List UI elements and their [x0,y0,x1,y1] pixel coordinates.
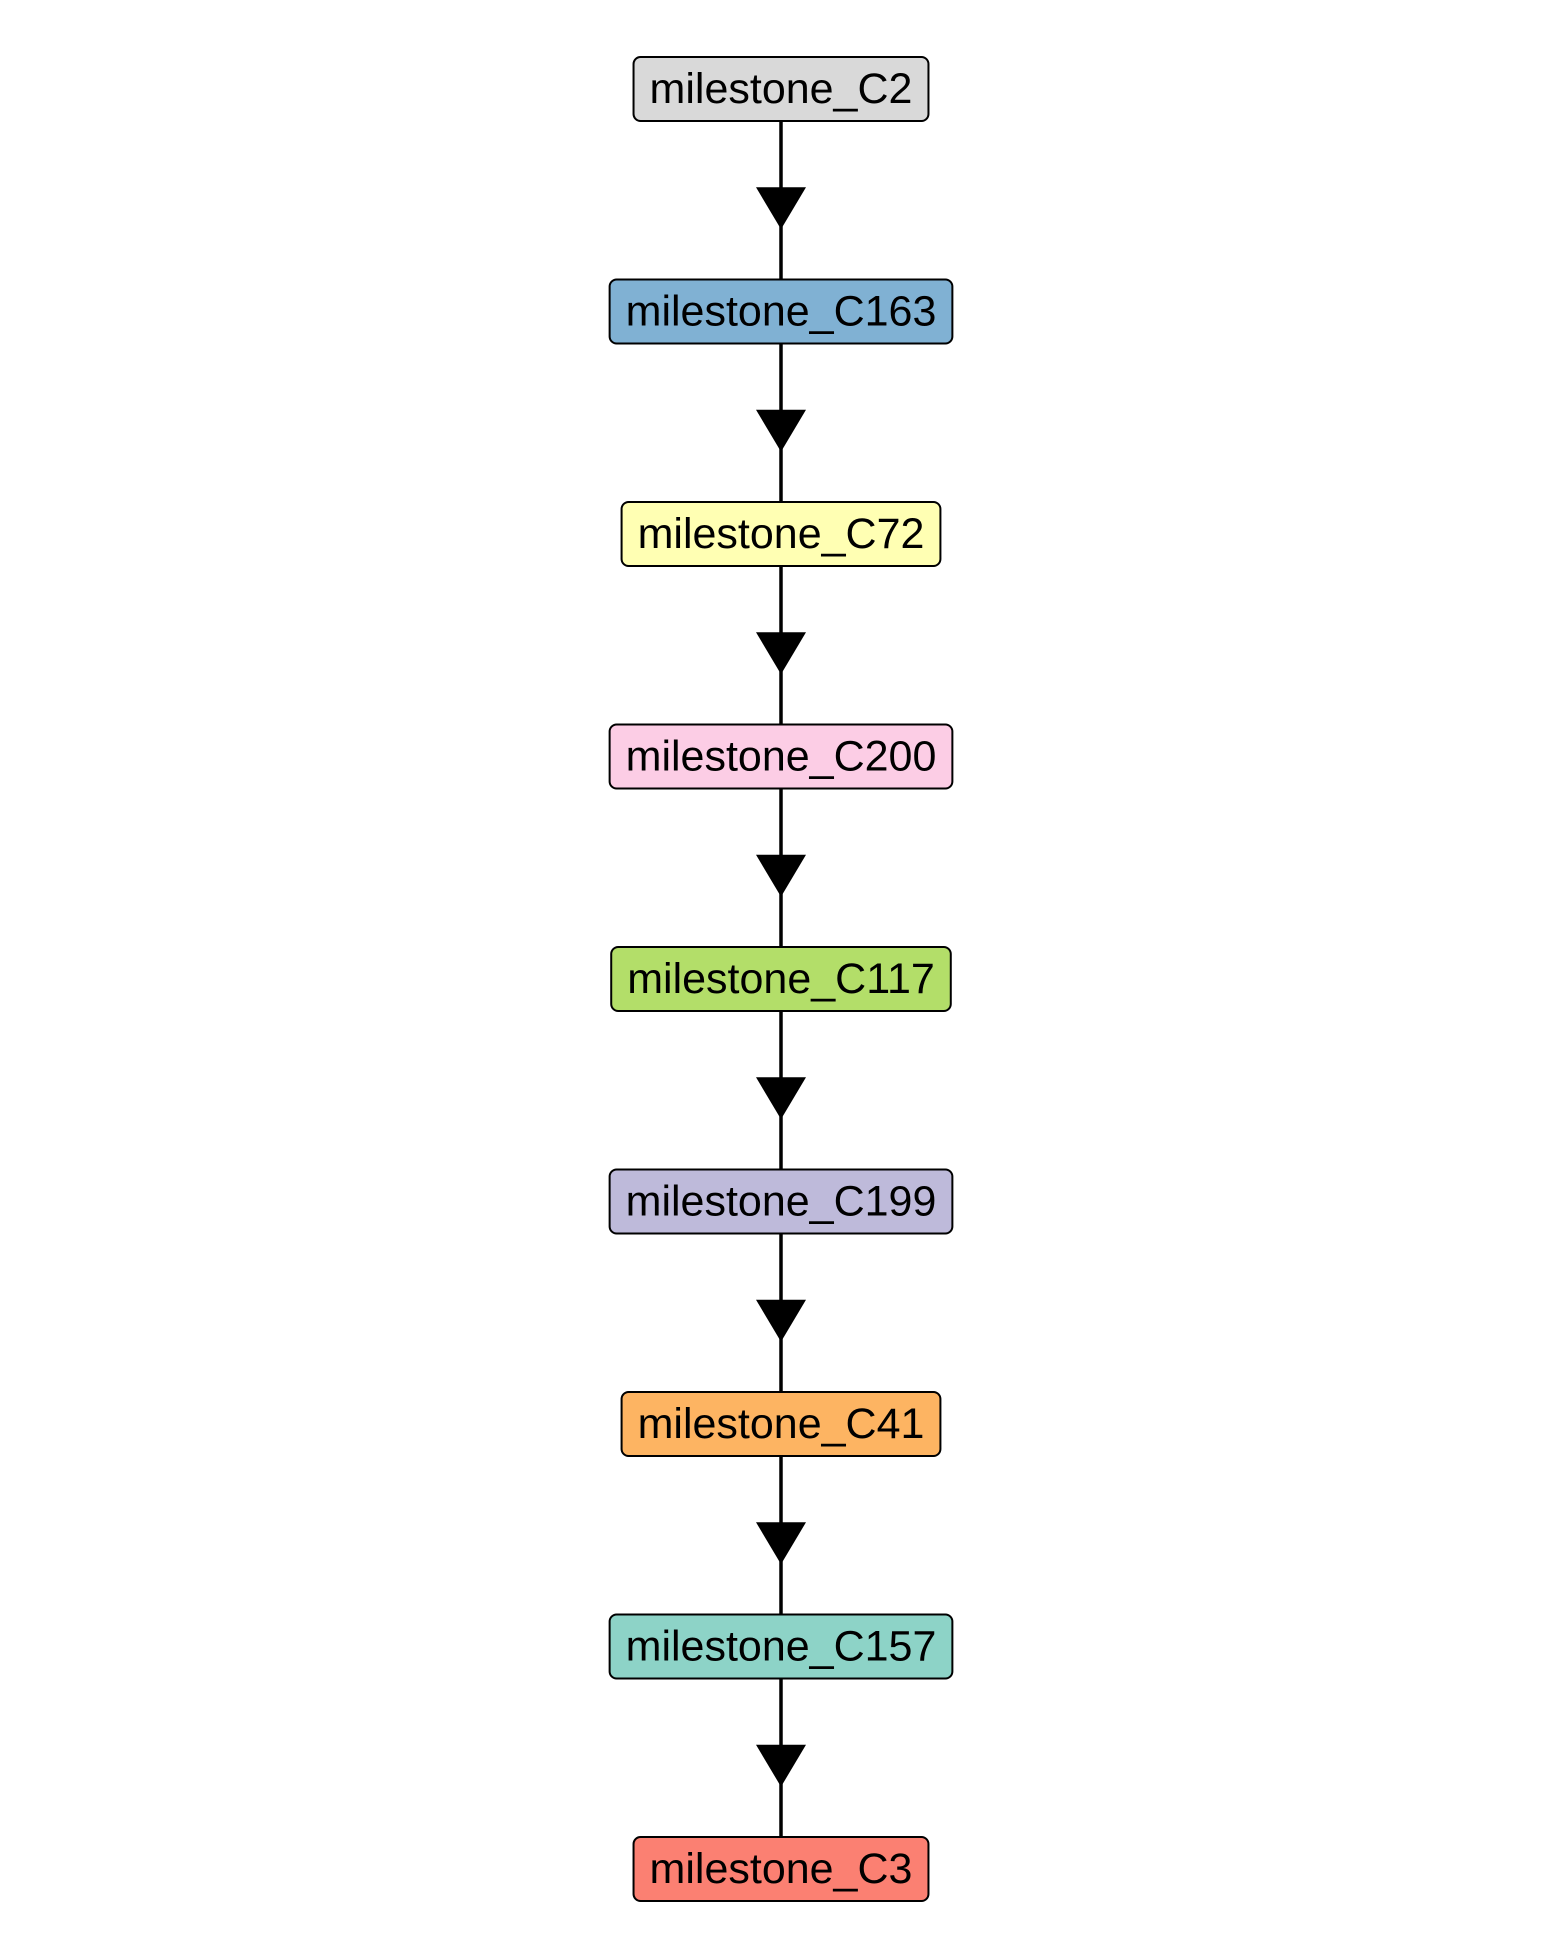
edge-arrow [756,1456,806,1615]
node-label: milestone_C200 [626,733,937,781]
arrowhead [756,1299,806,1342]
node-milestone-c157: milestone_C157 [608,1613,954,1680]
node-milestone-c3: milestone_C3 [632,1836,930,1902]
arrowhead [756,632,806,675]
edge-arrow [756,788,806,947]
node-box [632,56,930,122]
edge-arrow [756,1678,806,1837]
node-milestone-c72: milestone_C72 [620,501,942,567]
node-box [620,501,942,567]
node-box [632,1836,930,1902]
arrowhead [756,1077,806,1120]
node-box [620,1391,942,1457]
edges-layer [756,121,806,1837]
edge-arrow [756,566,806,725]
node-milestone-c200: milestone_C200 [608,723,954,790]
node-label: milestone_C41 [638,1400,925,1448]
node-label: milestone_C72 [638,510,925,558]
node-box [608,1168,954,1235]
node-label: milestone_C3 [650,1845,913,1893]
node-milestone-c117: milestone_C117 [610,946,952,1012]
node-milestone-c163: milestone_C163 [608,278,954,345]
node-label: milestone_C2 [650,65,913,113]
node-box [608,723,954,790]
arrowhead [756,187,806,230]
node-label: milestone_C157 [626,1623,937,1671]
arrowhead [756,409,806,452]
node-label: milestone_C163 [626,288,937,336]
node-box [608,1613,954,1680]
node-label: milestone_C199 [626,1178,937,1226]
node-milestone-c199: milestone_C199 [608,1168,954,1235]
edge-arrow [756,343,806,502]
node-milestone-c41: milestone_C41 [620,1391,942,1457]
edge-arrow [756,1233,806,1392]
arrowhead [756,1522,806,1565]
node-milestone-c2: milestone_C2 [632,56,930,122]
edge-arrow [756,121,806,280]
edge-arrow [756,1011,806,1170]
node-box [608,278,954,345]
arrowhead [756,1744,806,1787]
arrowhead [756,854,806,897]
node-label: milestone_C117 [627,955,935,1003]
node-box [610,946,952,1012]
nodes-layer: milestone_C2 milestone_C163 milestone_C72m… [608,56,954,1902]
